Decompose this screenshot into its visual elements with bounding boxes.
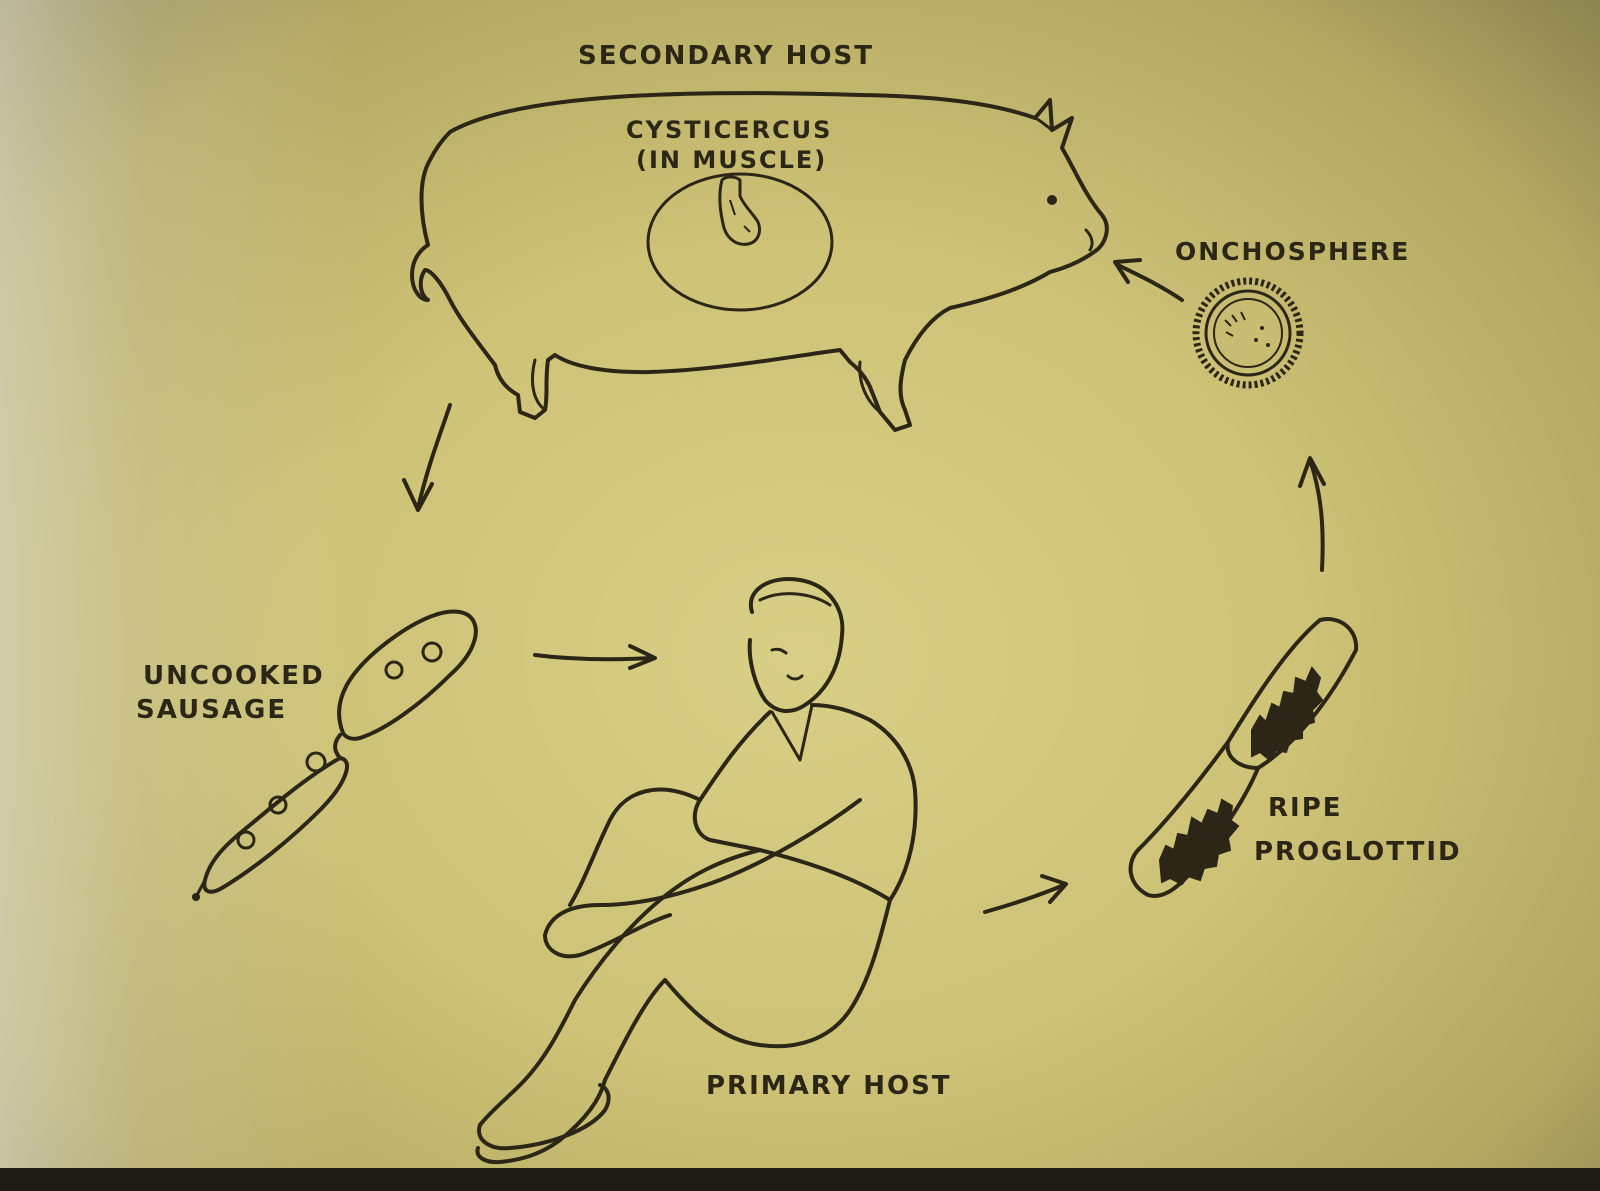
- arrow-icon: [402, 403, 452, 512]
- proglottid-label: PROGLOTTID: [1254, 837, 1462, 867]
- page-bottom-edge: [0, 1168, 1600, 1191]
- primary-host-label: PRIMARY HOST: [706, 1071, 952, 1101]
- pig-icon: [410, 91, 1109, 432]
- sausage-label: SAUSAGE: [136, 695, 288, 725]
- onchosphere-label: ONCHOSPHERE: [1175, 237, 1411, 266]
- uncooked-label: UNCOOKED: [143, 661, 325, 691]
- seated-person-icon: [475, 577, 918, 1165]
- ripe-label: RIPE: [1268, 793, 1343, 823]
- secondary-host-label: SECONDARY HOST: [578, 41, 874, 71]
- cysticercus-label: CYSTICERCUS: [626, 116, 833, 144]
- cysticercus-cyst-icon: [646, 172, 834, 312]
- sausage-icon: [192, 609, 478, 901]
- arrow-icon: [533, 644, 657, 670]
- arrow-icon: [1298, 456, 1326, 572]
- in-muscle-label: (IN MUSCLE): [636, 146, 828, 174]
- arrow-icon: [983, 874, 1068, 914]
- proglottid-segments-icon: [1128, 617, 1359, 898]
- arrow-icon: [1113, 258, 1184, 302]
- onchosphere-egg-icon: [1192, 277, 1304, 389]
